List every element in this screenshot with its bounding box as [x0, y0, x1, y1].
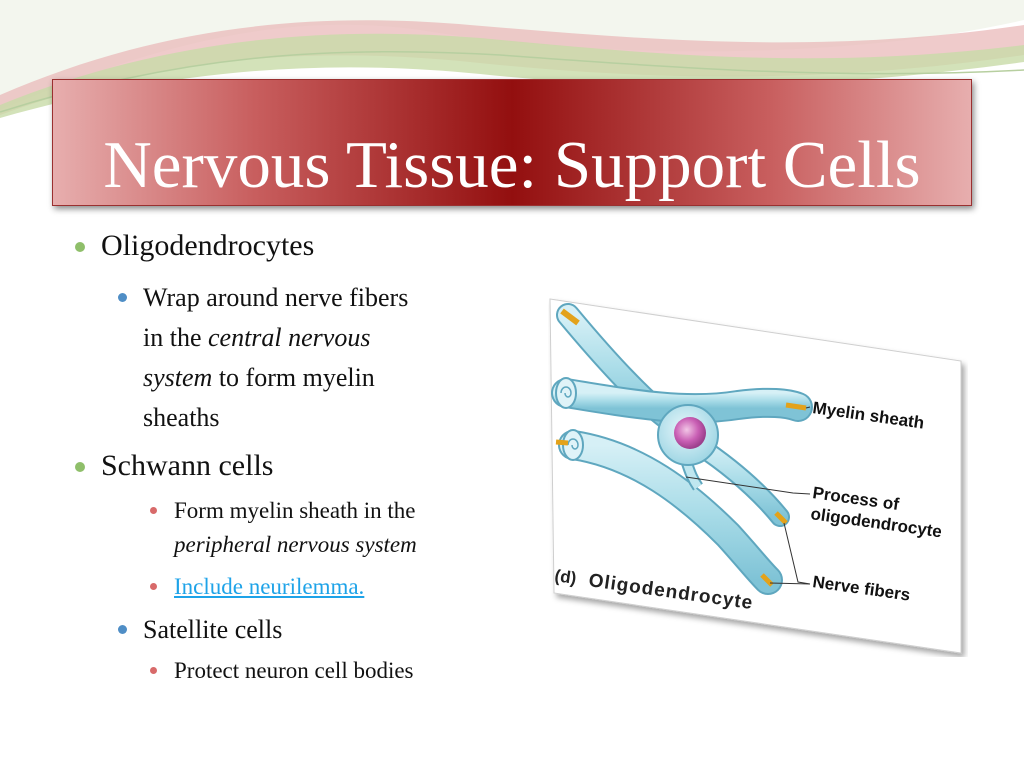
bullet-text: in the	[143, 323, 208, 352]
bullet-dot-icon	[118, 625, 127, 634]
bullet-dot-icon	[150, 667, 157, 674]
bullet-dot-icon	[150, 507, 157, 514]
bullet-text: Form myelin sheath in the	[174, 498, 416, 523]
sub-bullet-wrap-fibers: Wrap around nerve fibers in the central …	[70, 278, 540, 438]
bullet-schwann-cells: Schwann cells	[70, 448, 540, 484]
neurilemma-link[interactable]: Include neurilemma.	[174, 574, 365, 599]
leader-line-fibers	[783, 522, 811, 585]
nerve-fiber-lower	[555, 429, 783, 595]
sub-bullet-protect-bodies: Protect neuron cell bodies	[70, 654, 540, 688]
emphasis-text: system	[143, 363, 213, 392]
nerve-fiber-middle	[551, 377, 813, 424]
sub-bullet-neurilemma[interactable]: Include neurilemma.	[70, 570, 540, 604]
figure-card	[549, 298, 962, 654]
bullet-oligodendrocytes: Oligodendrocytes	[70, 228, 540, 264]
caption-letter: (d)	[553, 566, 577, 588]
nucleus	[674, 417, 706, 449]
bullet-text: Oligodendrocytes	[101, 229, 315, 262]
bullet-dot-icon	[118, 293, 127, 302]
sub-bullet-form-myelin: Form myelin sheath in the peripheral ner…	[70, 494, 540, 562]
bullet-text: Schwann cells	[101, 449, 274, 482]
emphasis-text: peripheral nervous system	[174, 532, 417, 557]
title-banner: Nervous Tissue: Support Cells	[52, 79, 972, 206]
bullet-text: to form myelin	[212, 363, 375, 392]
leader-line-process	[685, 476, 811, 495]
bullet-text: sheaths	[143, 403, 220, 432]
bullet-dot-icon	[75, 242, 85, 252]
bullet-text: Wrap around nerve fibers	[143, 283, 409, 312]
oligodendrocyte-figure: Myelin sheath Process of oligodendrocyte…	[549, 298, 962, 654]
bullet-dot-icon	[150, 583, 157, 590]
leader-line-fibers-2	[769, 582, 811, 585]
bullet-text: Protect neuron cell bodies	[174, 658, 414, 683]
bullet-dot-icon	[75, 462, 85, 472]
emphasis-text: central nervous	[208, 323, 371, 352]
slide-title: Nervous Tissue: Support Cells	[103, 128, 921, 202]
bullet-text: Satellite cells	[143, 615, 283, 644]
sub-bullet-satellite-cells: Satellite cells	[70, 610, 540, 650]
leader-line-myelin	[805, 406, 811, 409]
bullet-list: Oligodendrocytes Wrap around nerve fiber…	[70, 228, 540, 694]
